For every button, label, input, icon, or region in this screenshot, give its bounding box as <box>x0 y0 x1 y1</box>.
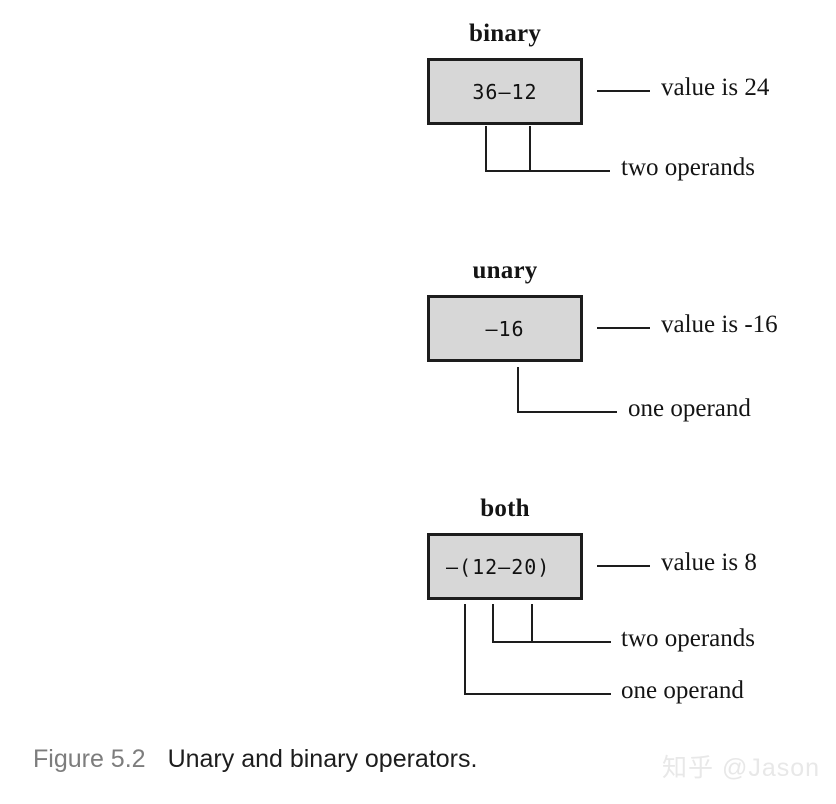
operand-drop-line-both-outer <box>464 604 466 694</box>
expression-text-both: —(12—20) <box>446 554 551 579</box>
watermark: 知乎 @Jason <box>662 754 821 782</box>
operand-drop-line-both-inner-2 <box>531 604 533 642</box>
operand-drop-line-binary-1 <box>485 126 487 171</box>
group-title-binary: binary <box>468 20 542 47</box>
value-label-both: value is 8 <box>661 549 757 576</box>
expression-text-unary: —16 <box>485 316 525 341</box>
expression-box-binary: 36—12 <box>427 58 583 125</box>
operand-leader-line-both-one <box>464 693 611 695</box>
group-title-both: both <box>480 495 530 522</box>
figure-caption-text: Unary and binary operators. <box>167 745 478 773</box>
operand-leader-line-both-two <box>492 641 611 643</box>
expression-text-binary: 36—12 <box>472 79 538 104</box>
expression-box-both: —(12—20) <box>427 533 583 600</box>
operand-drop-line-both-inner-1 <box>492 604 494 642</box>
operand-leader-line-unary <box>517 411 617 413</box>
value-leader-line-unary <box>597 327 650 329</box>
value-leader-line-binary <box>597 90 650 92</box>
operand-drop-line-binary-2 <box>529 126 531 171</box>
value-label-binary: value is 24 <box>661 74 770 101</box>
operand-label-both-two-operands: two operands <box>621 625 755 652</box>
figure-caption-number: Figure 5.2 <box>33 745 146 773</box>
figure-caption: Figure 5.2 Unary and binary operators. <box>33 745 477 774</box>
operand-label-unary-one-operand: one operand <box>628 395 751 422</box>
value-label-unary: value is -16 <box>661 311 778 338</box>
value-leader-line-both <box>597 565 650 567</box>
operand-drop-line-unary-1 <box>517 367 519 412</box>
operand-leader-line-binary <box>485 170 610 172</box>
expression-box-unary: —16 <box>427 295 583 362</box>
operand-label-binary-two-operands: two operands <box>621 154 755 181</box>
operand-label-both-one-operand: one operand <box>621 677 744 704</box>
group-title-unary: unary <box>472 257 538 284</box>
